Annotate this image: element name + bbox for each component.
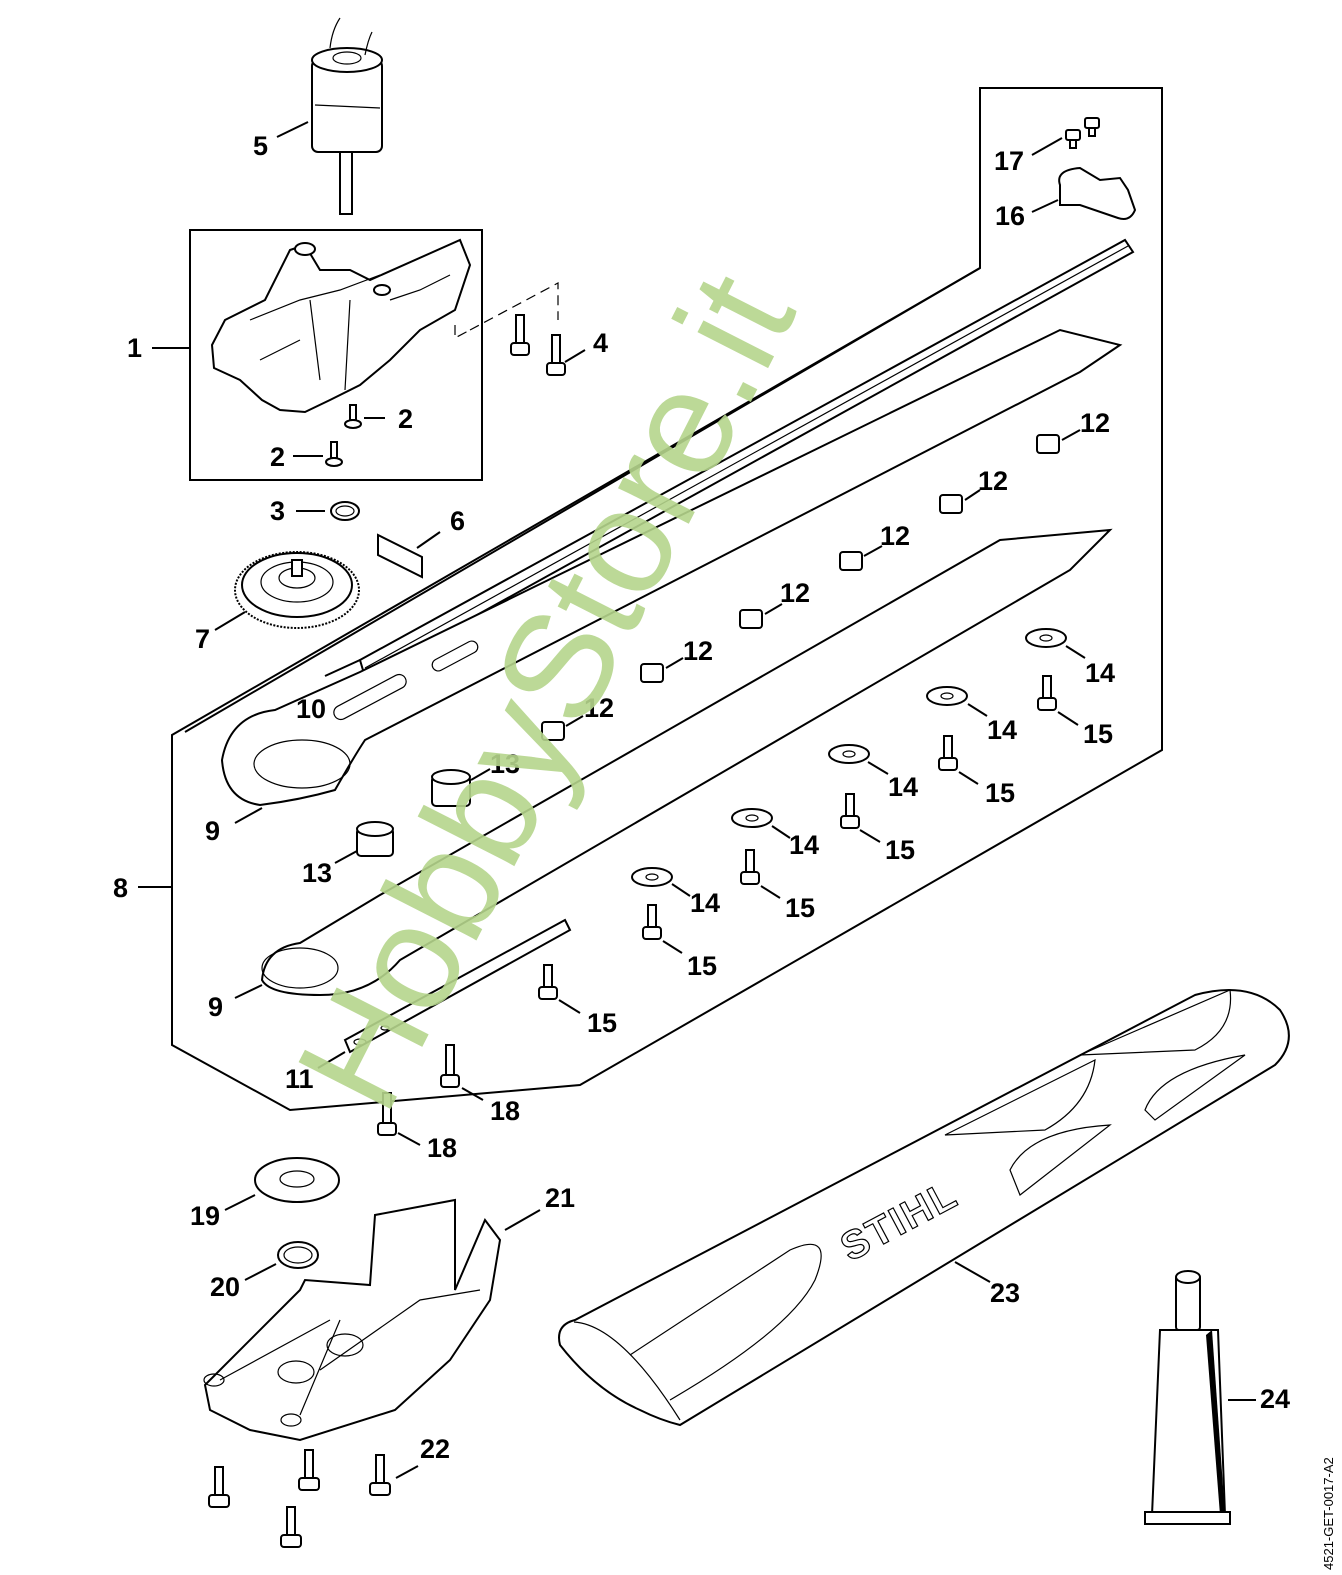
cutting-blade bbox=[260, 528, 1113, 997]
callout-18[interactable]: 18 bbox=[427, 1133, 457, 1163]
label-plate bbox=[377, 533, 423, 579]
callout-18[interactable]: 18 bbox=[490, 1096, 520, 1126]
callout-14[interactable]: 14 bbox=[987, 715, 1017, 745]
gear-cover bbox=[203, 1198, 502, 1442]
callout-12[interactable]: 12 bbox=[780, 578, 810, 608]
callout-13[interactable]: 13 bbox=[490, 749, 520, 779]
callout-5[interactable]: 5 bbox=[253, 131, 268, 161]
sleeve bbox=[356, 821, 394, 857]
screw bbox=[1065, 117, 1100, 149]
screw bbox=[510, 314, 566, 376]
collar-screw bbox=[538, 675, 1057, 1000]
callout-12[interactable]: 12 bbox=[683, 636, 713, 666]
callout-14[interactable]: 14 bbox=[888, 772, 918, 802]
callout-15[interactable]: 15 bbox=[885, 835, 915, 865]
callout-20[interactable]: 20 bbox=[210, 1272, 240, 1302]
callout-14[interactable]: 14 bbox=[1085, 658, 1115, 688]
washer bbox=[631, 628, 1067, 887]
callout-19[interactable]: 19 bbox=[190, 1201, 220, 1231]
screw bbox=[377, 1044, 460, 1136]
washer bbox=[254, 1157, 340, 1203]
assembly-bracket-outline bbox=[171, 87, 1163, 1112]
grease-tube bbox=[1144, 1270, 1231, 1525]
housing-screw bbox=[325, 441, 343, 467]
callout-15[interactable]: 15 bbox=[587, 1008, 617, 1038]
circlip bbox=[330, 501, 360, 521]
electric-motor bbox=[311, 17, 383, 215]
callout-8[interactable]: 8 bbox=[113, 873, 128, 903]
callout-12[interactable]: 12 bbox=[1080, 408, 1110, 438]
blade-tip-guard bbox=[1058, 166, 1137, 220]
spacer-sleeve bbox=[541, 434, 1060, 741]
leaders-12 bbox=[565, 429, 1081, 727]
callout-15[interactable]: 15 bbox=[785, 893, 815, 923]
callout-23[interactable]: 23 bbox=[990, 1278, 1020, 1308]
leaders-14 bbox=[671, 645, 1086, 897]
callout-15[interactable]: 15 bbox=[1083, 719, 1113, 749]
callout-labels: 1 2 2 3 4 5 6 7 8 9 9 10 11 12 12 12 12 … bbox=[113, 131, 1290, 1464]
scabbard: STIHL bbox=[558, 989, 1290, 1427]
cover-screw bbox=[208, 1449, 391, 1548]
circlip bbox=[277, 1241, 319, 1269]
callout-1[interactable]: 1 bbox=[127, 333, 142, 363]
sleeve bbox=[431, 769, 471, 807]
callout-15[interactable]: 15 bbox=[985, 778, 1015, 808]
callout-24[interactable]: 24 bbox=[1260, 1384, 1290, 1414]
callout-12[interactable]: 12 bbox=[978, 466, 1008, 496]
callout-21[interactable]: 21 bbox=[545, 1183, 575, 1213]
gear-housing-box bbox=[189, 229, 483, 481]
callout-9[interactable]: 9 bbox=[205, 816, 220, 846]
callout-10[interactable]: 10 bbox=[296, 694, 326, 724]
gear-housing bbox=[210, 238, 472, 414]
callout-14[interactable]: 14 bbox=[690, 888, 720, 918]
callout-16[interactable]: 16 bbox=[995, 201, 1025, 231]
callout-4[interactable]: 4 bbox=[593, 328, 608, 358]
housing-screw bbox=[344, 404, 362, 429]
callout-3[interactable]: 3 bbox=[270, 496, 285, 526]
drawing-code: 4521-GET-0017-A2 bbox=[1321, 1457, 1336, 1570]
callout-22[interactable]: 22 bbox=[420, 1434, 450, 1464]
callout-14[interactable]: 14 bbox=[789, 830, 819, 860]
callout-9[interactable]: 9 bbox=[208, 992, 223, 1022]
callout-2[interactable]: 2 bbox=[270, 442, 285, 472]
callout-7[interactable]: 7 bbox=[195, 624, 210, 654]
callout-11[interactable]: 11 bbox=[285, 1064, 314, 1094]
cutting-blade bbox=[220, 328, 1123, 807]
gear-wheel bbox=[234, 551, 360, 629]
callout-12[interactable]: 12 bbox=[584, 693, 614, 723]
callout-12[interactable]: 12 bbox=[880, 521, 910, 551]
callout-17[interactable]: 17 bbox=[994, 146, 1024, 176]
callout-6[interactable]: 6 bbox=[450, 506, 465, 536]
blade-support-plate bbox=[343, 918, 572, 1054]
callout-13[interactable]: 13 bbox=[302, 858, 332, 888]
callout-15[interactable]: 15 bbox=[687, 951, 717, 981]
callout-2[interactable]: 2 bbox=[398, 404, 413, 434]
leaders-15 bbox=[558, 711, 1079, 1014]
